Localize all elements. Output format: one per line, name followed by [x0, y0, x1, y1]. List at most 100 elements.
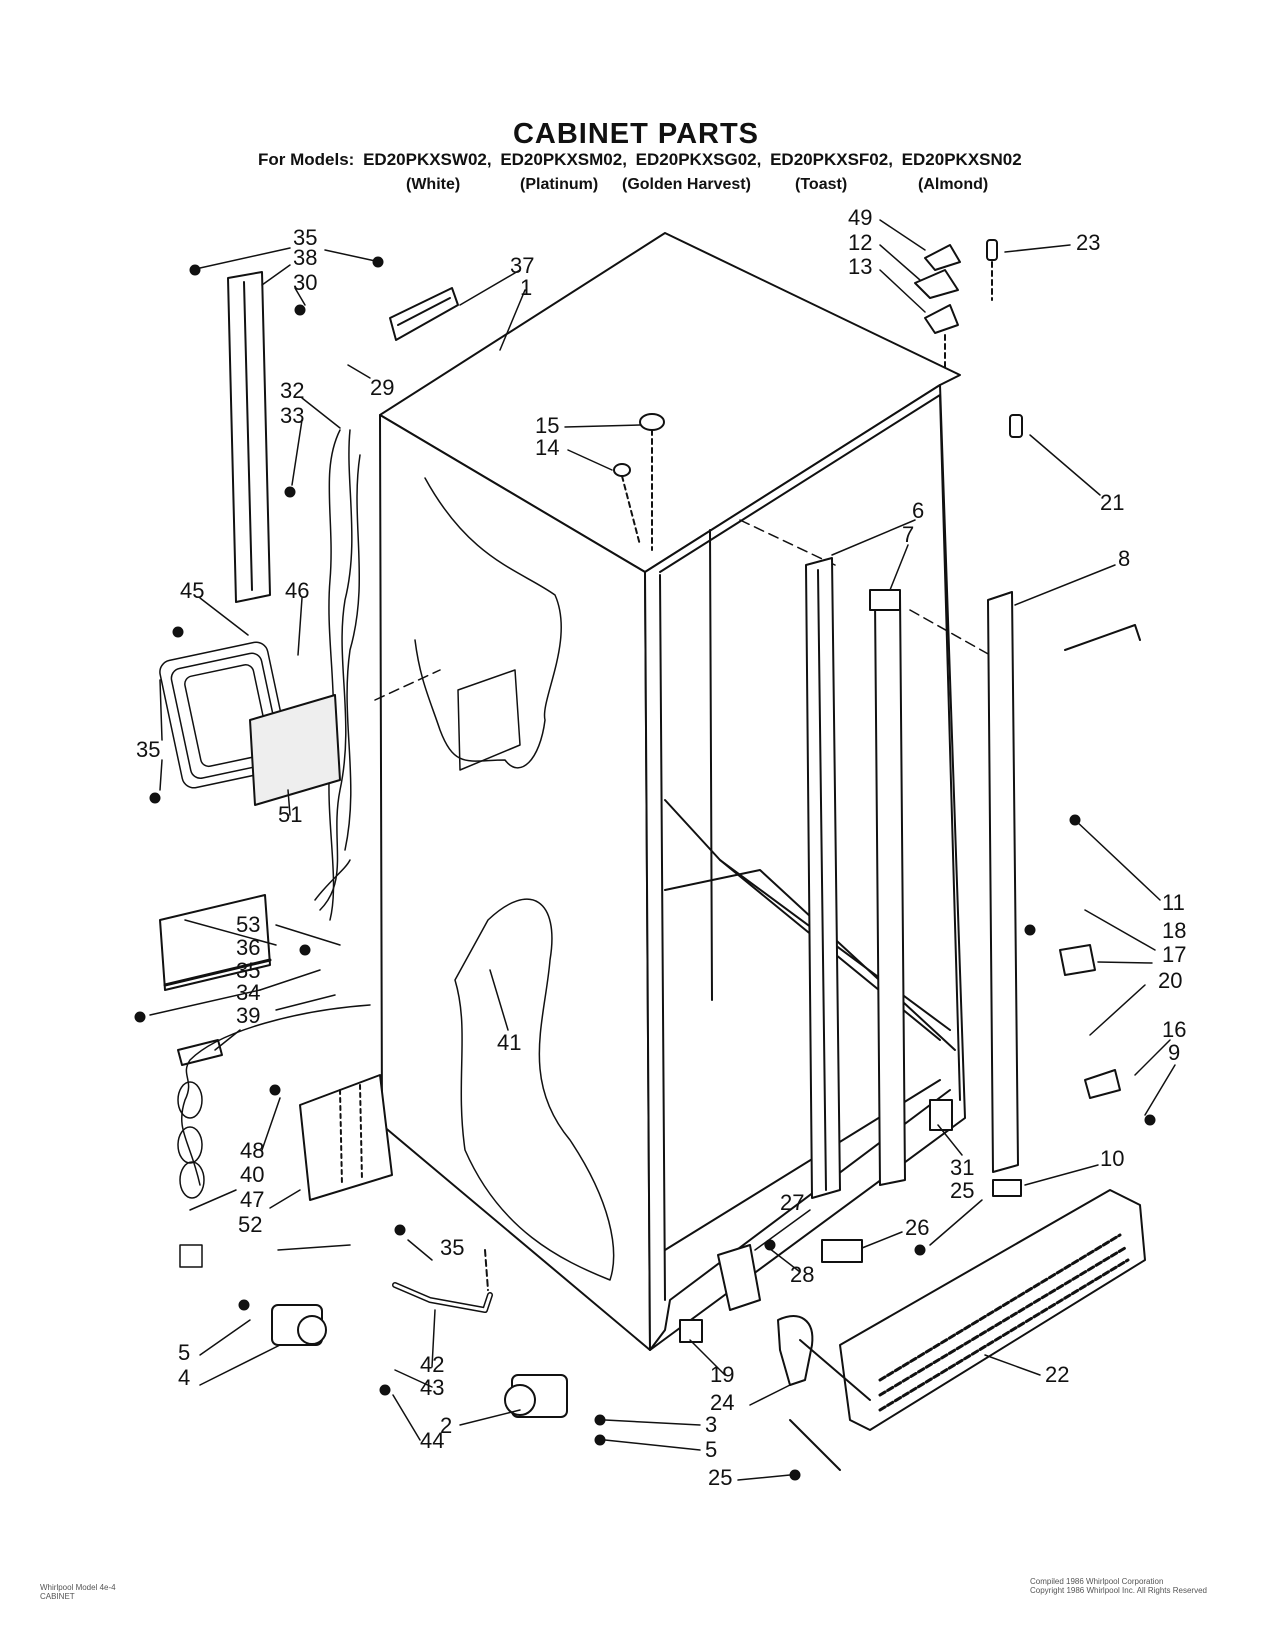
callout-45: 45 [180, 578, 204, 603]
callout-25: 25 [708, 1465, 732, 1490]
callout-19: 19 [710, 1362, 734, 1387]
callout-10: 10 [1100, 1146, 1124, 1171]
callout-8: 8 [1118, 546, 1130, 571]
callout-32: 32 [280, 378, 304, 403]
bracket-16 [1084, 1069, 1121, 1099]
callout-51: 51 [278, 802, 302, 827]
hinge-24 [777, 1315, 814, 1386]
callout-34: 34 [236, 980, 260, 1005]
callout-15: 15 [535, 413, 559, 438]
callout-13: 13 [848, 254, 872, 279]
callout-24: 24 [710, 1390, 734, 1415]
footer-left-line: Whirlpool Model 4e-4 [40, 1583, 116, 1592]
wiring-harness [314, 429, 361, 921]
footer-right-line: Compiled 1986 Whirlpool Corporation [1030, 1577, 1164, 1586]
callout-35: 35 [136, 737, 160, 762]
model-color: (White) [406, 176, 461, 193]
footer-left: Whirlpool Model 4e-4 CABINET [40, 1583, 116, 1601]
callout-17: 17 [1162, 942, 1186, 967]
grille-22 [839, 1189, 1146, 1431]
callout-27: 27 [780, 1190, 804, 1215]
model-number: ED20PKXSN02 [901, 150, 1022, 169]
insulation-block-51 [249, 694, 341, 806]
callout-1: 1 [520, 275, 532, 300]
clip-21 [1009, 414, 1023, 438]
footer-left-line: CABINET [40, 1592, 75, 1601]
callout-20: 20 [1158, 968, 1182, 993]
hinge-cover-49 [924, 244, 961, 271]
footer-right-line: Copyright 1986 Whirlpool Inc. All Rights… [1030, 1586, 1207, 1595]
callout-31: 31 [950, 1155, 974, 1180]
callout-14: 14 [535, 435, 559, 460]
model-number: ED20PKXSF02, [770, 150, 893, 169]
callout-12: 12 [848, 230, 872, 255]
strip-8 [987, 591, 1019, 1173]
model-color: (Almond) [918, 176, 989, 193]
callout-21: 21 [1100, 490, 1124, 515]
callout-49: 49 [848, 205, 872, 230]
callout-47: 47 [240, 1187, 264, 1212]
footer-right: Compiled 1986 Whirlpool Corporation Copy… [1030, 1577, 1207, 1595]
panel-47 [299, 1074, 393, 1201]
strip-7 [869, 589, 906, 1186]
callout-16: 16 [1162, 1017, 1186, 1042]
callout-53: 53 [236, 912, 260, 937]
callout-35: 35 [440, 1235, 464, 1260]
model-number: ED20PKXSM02, [500, 150, 627, 169]
callout-11: 11 [1162, 890, 1185, 915]
screws [134, 256, 1156, 1481]
bracket-17 [1059, 944, 1096, 976]
callout-23: 23 [1076, 230, 1100, 255]
callout-4: 4 [178, 1365, 190, 1390]
callout-39: 39 [236, 1003, 260, 1028]
callout-48: 48 [240, 1138, 264, 1163]
models-line: For Models: ED20PKXSW02, ED20PKXSM02, ED… [258, 150, 1026, 170]
clip-31 [929, 1099, 953, 1131]
model-color: (Platinum) [520, 176, 599, 193]
model-color: (Golden Harvest) [622, 176, 751, 193]
callout-26: 26 [905, 1215, 929, 1240]
callout-30: 30 [293, 270, 317, 295]
for-models-label: For Models: [258, 150, 355, 169]
model-color: (Toast) [795, 176, 848, 193]
screw-23 [986, 239, 998, 261]
plug-15 [639, 413, 665, 431]
model-number: ED20PKXSG02, [635, 150, 762, 169]
callout-28: 28 [790, 1262, 814, 1287]
callout-3: 3 [705, 1412, 717, 1437]
callout-42: 42 [420, 1352, 444, 1377]
model-number: ED20PKXSW02, [363, 150, 492, 169]
hinge-13 [924, 304, 959, 334]
callout-2: 2 [440, 1413, 452, 1438]
callout-22: 22 [1045, 1362, 1069, 1387]
roller-2 [504, 1374, 568, 1418]
power-cord [177, 1004, 371, 1268]
hinge-12 [914, 269, 959, 299]
block-26 [821, 1239, 863, 1263]
callout-33: 33 [280, 403, 304, 428]
callout-35: 35 [236, 958, 260, 983]
callout-41: 41 [497, 1030, 521, 1055]
cover-36 [159, 894, 272, 991]
callout-25: 25 [950, 1178, 974, 1203]
callout-6: 6 [912, 498, 924, 523]
callout-numbers: 35 38 30 37 1 29 32 33 45 46 35 51 53 36… [136, 205, 1186, 1490]
callout-18: 18 [1162, 918, 1186, 943]
bracket-39 [177, 1039, 223, 1066]
leader-lines [149, 219, 1176, 1481]
callout-43: 43 [420, 1375, 444, 1400]
callout-44: 44 [420, 1428, 444, 1453]
callout-40: 40 [240, 1162, 264, 1187]
strip-6 [805, 557, 841, 1199]
trim-strip-38 [227, 271, 271, 603]
plug-14 [613, 463, 631, 477]
callout-29: 29 [370, 375, 394, 400]
callout-37: 37 [510, 253, 534, 278]
callout-46: 46 [285, 578, 309, 603]
pad-10 [992, 1179, 1022, 1197]
callout-7: 7 [902, 522, 914, 547]
callout-5: 5 [705, 1437, 717, 1462]
page-title: CABINET PARTS [512, 118, 760, 150]
drain-tube-42 [392, 1249, 493, 1313]
